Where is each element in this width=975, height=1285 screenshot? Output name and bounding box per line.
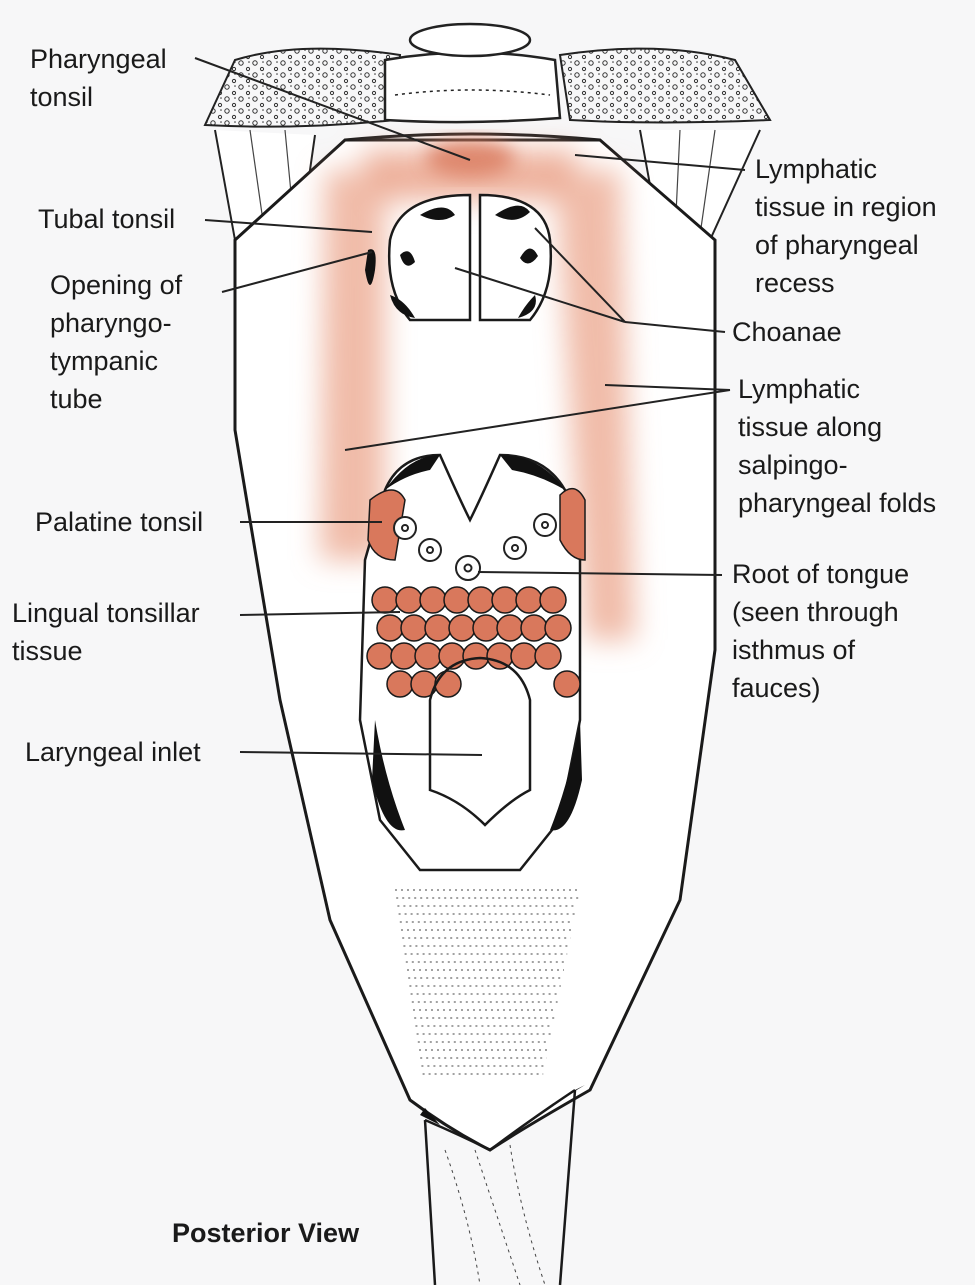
lingual-tonsil-cell	[435, 671, 461, 697]
lingual-tonsil-cell	[487, 643, 513, 669]
lingual-tonsil-cell	[387, 671, 413, 697]
lingual-tonsil-cell	[444, 587, 470, 613]
lingual-tonsil-cell	[540, 587, 566, 613]
lingual-tonsil-cell	[367, 643, 393, 669]
pharyngeal-tonsil-shape	[425, 140, 515, 176]
lingual-tonsil-cell	[463, 643, 489, 669]
choanae-shape	[389, 195, 551, 320]
lingual-tonsil-cell	[396, 587, 422, 613]
lingual-tonsil-cell	[372, 587, 398, 613]
lingual-tonsil-cell	[516, 587, 542, 613]
lingual-tonsil-cell	[401, 615, 427, 641]
lingual-tonsil-cell	[473, 615, 499, 641]
label-tubal-tonsil: Tubal tonsil	[38, 200, 175, 238]
lingual-tonsil-cell	[545, 615, 571, 641]
label-opening-tube: Opening of pharyngo- tympanic tube	[50, 266, 182, 418]
lingual-tonsil-cell	[535, 643, 561, 669]
label-lingual-tonsillar: Lingual tonsillar tissue	[12, 594, 200, 670]
lingual-tonsil-cell	[521, 615, 547, 641]
label-laryngeal-inlet: Laryngeal inlet	[25, 733, 201, 771]
label-pharyngeal-tonsil: Pharyngeal tonsil	[30, 40, 167, 116]
label-choanae: Choanae	[732, 313, 842, 351]
label-lymphatic-folds: Lymphatic tissue along salpingo- pharyng…	[738, 370, 936, 522]
lingual-tonsil-cell	[468, 587, 494, 613]
lingual-tonsil-cell	[391, 643, 417, 669]
caption-posterior-view: Posterior View	[172, 1218, 359, 1249]
lingual-tonsil-cell	[449, 615, 475, 641]
lingual-tonsil-cell	[420, 587, 446, 613]
lingual-tonsil-cell	[415, 643, 441, 669]
lingual-tonsil-cell	[511, 643, 537, 669]
label-root-tongue: Root of tongue (seen through isthmus of …	[732, 555, 909, 707]
label-palatine-tonsil: Palatine tonsil	[35, 503, 203, 541]
lingual-tonsil-cell	[377, 615, 403, 641]
lingual-tonsil-cell	[554, 671, 580, 697]
lingual-tonsil-cell	[425, 615, 451, 641]
label-lymphatic-recess: Lymphatic tissue in region of pharyngeal…	[755, 150, 937, 302]
lingual-tonsil-cell	[492, 587, 518, 613]
lingual-tonsil-cell	[497, 615, 523, 641]
